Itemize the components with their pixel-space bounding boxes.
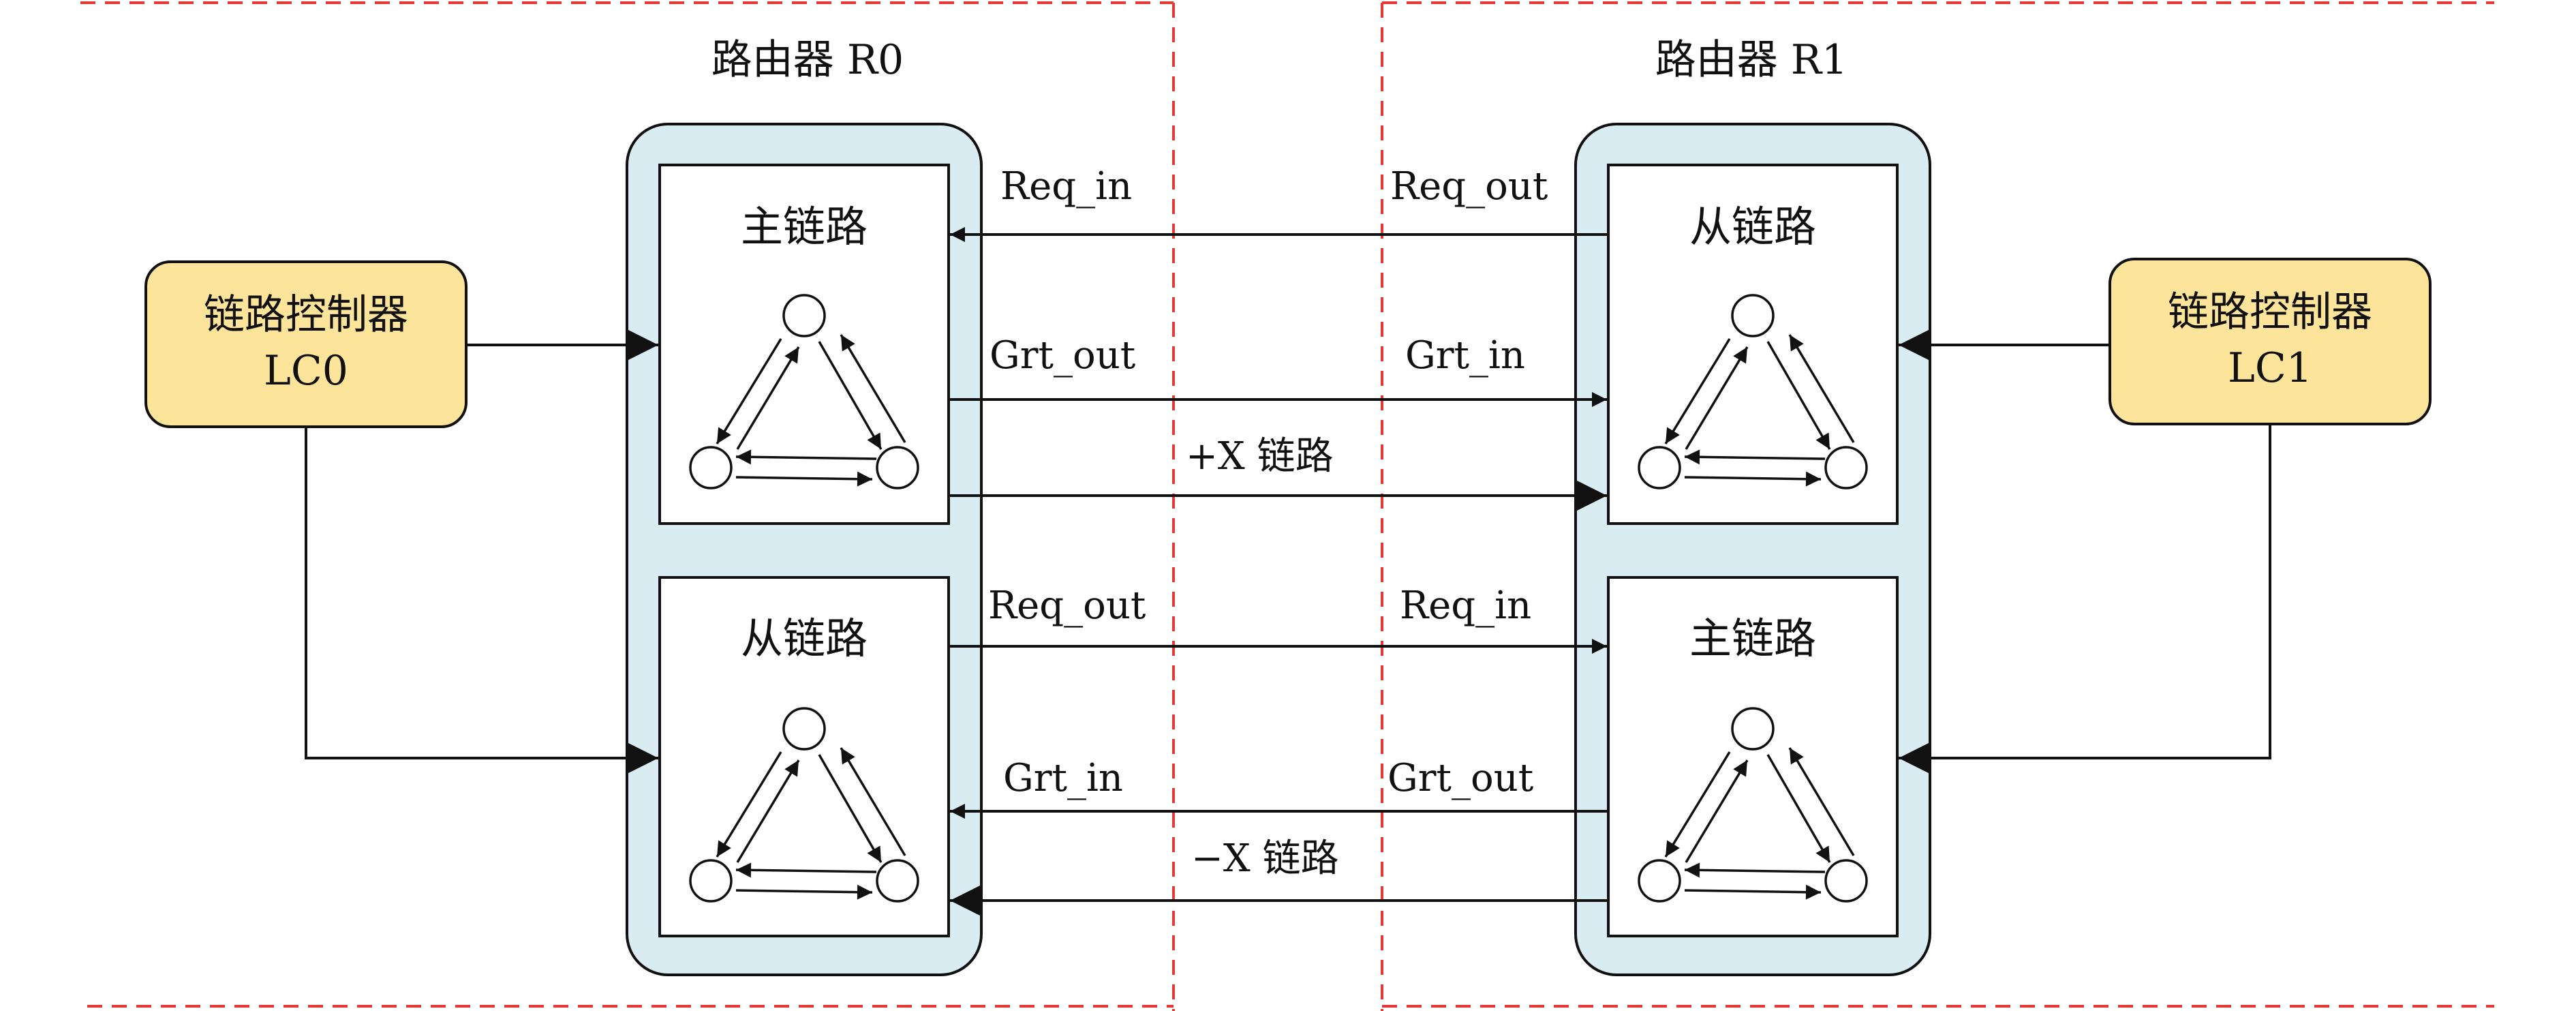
r1-secondary-link-label: 从链路	[1689, 202, 1816, 252]
region-r1-border	[1381, 1, 2494, 1011]
r0-primary-link-box: 主链路	[658, 164, 950, 525]
r1-primary-link-label: 主链路	[1689, 614, 1816, 663]
region-r0-border	[80, 1, 1175, 1011]
label-grt-out-bottom: Grt_out	[1387, 756, 1534, 800]
r0-primary-link-label: 主链路	[741, 202, 868, 252]
router-r1-title: 路由器 R1	[1655, 36, 1847, 84]
lc0-connectors	[305, 329, 658, 774]
link-controller-lc0: 链路控制器 LC0	[144, 260, 467, 428]
label-req-in-bottom: Req_in	[1400, 584, 1531, 628]
r0-secondary-link-box: 从链路	[658, 576, 950, 937]
label-req-out-bottom: Req_out	[988, 584, 1146, 628]
lc1-name: 链路控制器	[2168, 288, 2372, 336]
label-req-out-top: Req_out	[1390, 164, 1548, 209]
lc0-name: 链路控制器	[204, 291, 408, 339]
signal-arrows	[949, 227, 1608, 916]
label-grt-in-top: Grt_in	[1405, 333, 1525, 378]
r1-primary-link-box: 主链路	[1607, 576, 1899, 937]
lc1-connectors	[1899, 329, 2271, 774]
router-r0-title: 路由器 R0	[711, 36, 904, 84]
label-req-in-top: Req_in	[1000, 164, 1132, 209]
label-minus-x-link: −X 链路	[1191, 836, 1339, 881]
lc0-id: LC0	[264, 347, 348, 395]
label-grt-out-top: Grt_out	[990, 333, 1136, 378]
label-plus-x-link: +X 链路	[1186, 434, 1334, 479]
link-controller-lc1: 链路控制器 LC1	[2109, 258, 2432, 425]
label-grt-in-bottom: Grt_in	[1003, 756, 1123, 800]
lc1-id: LC1	[2228, 344, 2312, 392]
r0-secondary-link-label: 从链路	[741, 614, 868, 663]
r1-secondary-link-box: 从链路	[1607, 164, 1899, 525]
